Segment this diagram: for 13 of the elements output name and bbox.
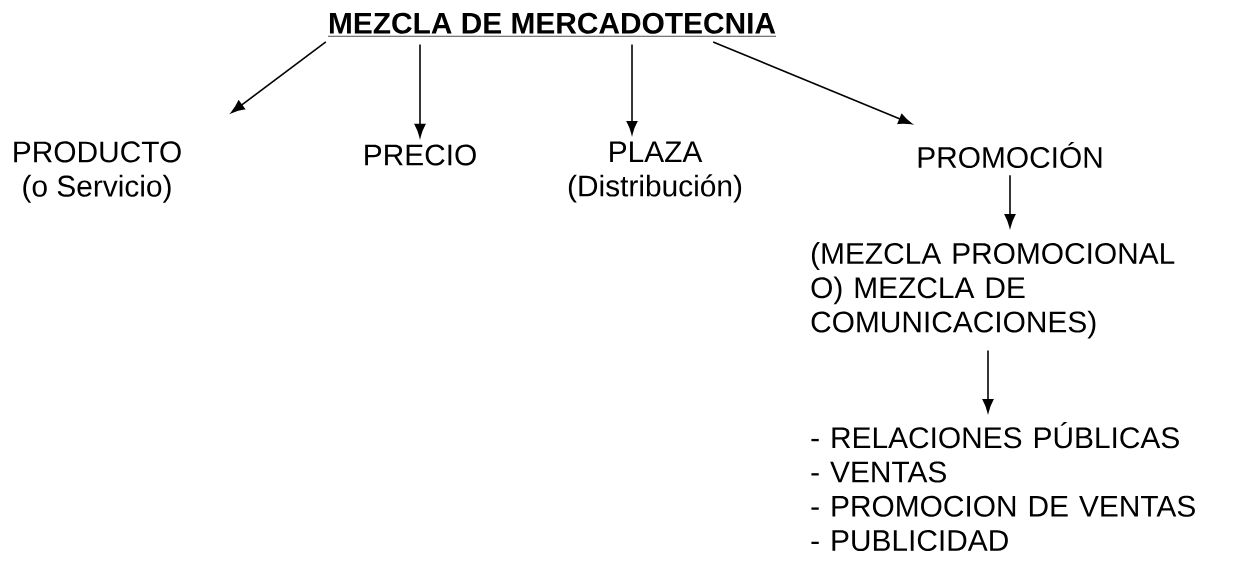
node-label: (MEZCLA PROMOCIONAL O) MEZCLA DE COMUNICACIONES) [811, 242, 1175, 339]
arrow [982, 349, 994, 413]
arrow [1004, 174, 1016, 228]
node-label: PROMOCIÓN [918, 141, 1102, 169]
node-label: PLAZA (Distribución) [568, 141, 742, 203]
node-label: - RELACIONES PÚBLICAS - VENTAS - PROMOCION DE VENTAS - PUBLICIDAD [811, 422, 1195, 552]
node-label: PRODUCTO (o Servicio) [14, 141, 181, 203]
title-heading: MEZCLA DE MERCADOTECNIA [327, 12, 777, 37]
arrow [712, 41, 912, 125]
node-label: PRECIO [365, 144, 476, 166]
arrow [231, 41, 327, 114]
arrow [626, 43, 638, 135]
arrow [414, 43, 426, 138]
